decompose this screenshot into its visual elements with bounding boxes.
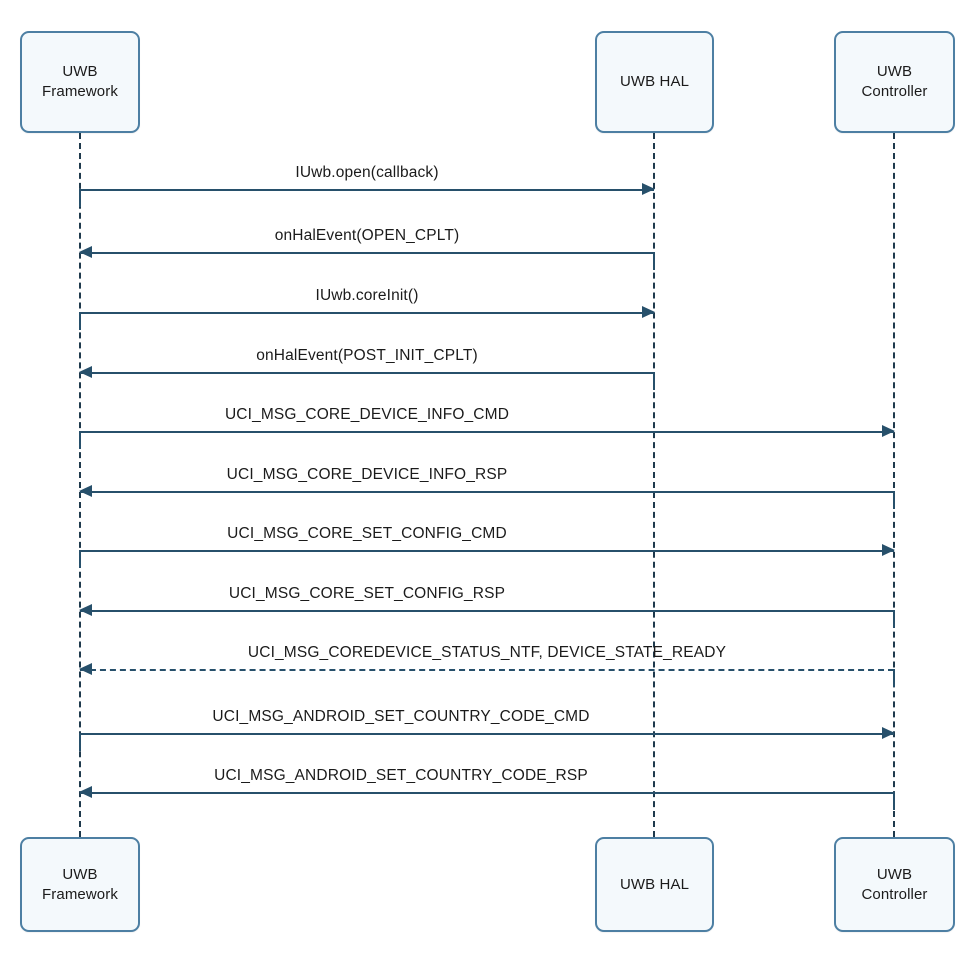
message-label-9: UCI_MSG_COREDEVICE_STATUS_NTF, DEVICE_ST… bbox=[247, 644, 727, 661]
message-line-6 bbox=[80, 491, 894, 493]
participant-box-framework-bottom[interactable]: UWB Framework bbox=[20, 837, 140, 932]
arrowhead-right-icon bbox=[642, 183, 655, 195]
endtick-8 bbox=[893, 610, 895, 628]
message-line-9 bbox=[80, 669, 894, 671]
participant-label-framework-top: UWB Framework bbox=[42, 63, 118, 100]
message-line-11 bbox=[80, 792, 894, 794]
participant-label-hal-bottom: UWB HAL bbox=[619, 875, 690, 893]
message-line-3 bbox=[80, 312, 654, 314]
participant-label-controller-top: UWB Controller bbox=[861, 63, 928, 100]
endtick-3 bbox=[79, 312, 81, 330]
participant-label-framework-bottom: UWB Framework bbox=[42, 865, 118, 903]
endtick-5 bbox=[79, 431, 81, 449]
message-label-8: UCI_MSG_CORE_SET_CONFIG_RSP bbox=[228, 585, 506, 602]
endtick-6 bbox=[893, 491, 895, 509]
participant-label-hal-top: UWB HAL bbox=[619, 73, 690, 91]
message-label-6: UCI_MSG_CORE_DEVICE_INFO_RSP bbox=[226, 466, 508, 483]
participant-box-hal-bottom[interactable]: UWB HAL bbox=[595, 837, 714, 932]
endtick-7 bbox=[79, 550, 81, 568]
endtick-1 bbox=[79, 189, 81, 207]
message-label-11: UCI_MSG_ANDROID_SET_COUNTRY_CODE_RSP bbox=[214, 767, 588, 784]
message-label-5: UCI_MSG_CORE_DEVICE_INFO_CMD bbox=[224, 406, 510, 423]
arrowhead-left-icon bbox=[79, 663, 92, 675]
lifeline-controller bbox=[893, 133, 895, 837]
participant-box-framework-top[interactable]: UWB Framework bbox=[20, 31, 140, 133]
arrowhead-left-icon bbox=[79, 485, 92, 497]
participant-box-controller-bottom[interactable]: UWB Controller bbox=[834, 837, 955, 932]
endtick-11 bbox=[893, 792, 895, 810]
message-line-2 bbox=[80, 252, 654, 254]
message-label-2: onHalEvent(OPEN_CPLT) bbox=[274, 227, 460, 244]
arrowhead-left-icon bbox=[79, 786, 92, 798]
endtick-2 bbox=[653, 252, 655, 270]
message-line-7 bbox=[80, 550, 894, 552]
lifeline-hal bbox=[653, 133, 655, 837]
arrowhead-right-icon bbox=[882, 544, 895, 556]
message-line-4 bbox=[80, 372, 654, 374]
arrowhead-right-icon bbox=[642, 306, 655, 318]
message-label-10: UCI_MSG_ANDROID_SET_COUNTRY_CODE_CMD bbox=[212, 708, 590, 725]
message-label-1: IUwb.open(callback) bbox=[295, 164, 439, 181]
endtick-10 bbox=[79, 733, 81, 751]
message-line-10 bbox=[80, 733, 894, 735]
message-label-7: UCI_MSG_CORE_SET_CONFIG_CMD bbox=[227, 525, 507, 542]
arrowhead-left-icon bbox=[79, 366, 92, 378]
message-line-5 bbox=[80, 431, 894, 433]
endtick-9 bbox=[893, 669, 895, 687]
participant-box-controller-top[interactable]: UWB Controller bbox=[834, 31, 955, 133]
participant-box-hal-top[interactable]: UWB HAL bbox=[595, 31, 714, 133]
message-label-4: onHalEvent(POST_INIT_CPLT) bbox=[256, 347, 478, 364]
message-line-8 bbox=[80, 610, 894, 612]
endtick-4 bbox=[653, 372, 655, 390]
participant-label-controller-bottom: UWB Controller bbox=[861, 865, 928, 903]
arrowhead-right-icon bbox=[882, 425, 895, 437]
message-line-1 bbox=[80, 189, 654, 191]
message-label-3: IUwb.coreInit() bbox=[315, 287, 419, 304]
arrowhead-right-icon bbox=[882, 727, 895, 739]
arrowhead-left-icon bbox=[79, 604, 92, 616]
arrowhead-left-icon bbox=[79, 246, 92, 258]
